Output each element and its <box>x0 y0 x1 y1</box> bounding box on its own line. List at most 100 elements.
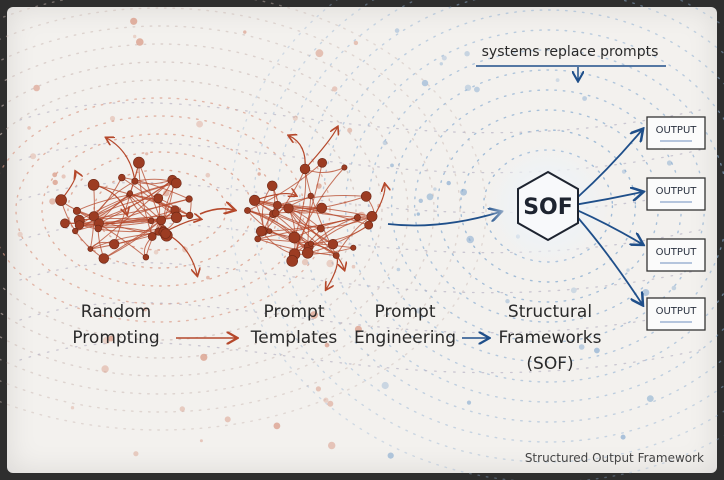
network-edge <box>254 199 369 226</box>
field-line-left <box>0 79 357 341</box>
network-edge <box>103 219 162 259</box>
sof-hub: SOF <box>517 170 579 242</box>
stage-prompt-templates: Prompt Templates <box>250 302 338 348</box>
network-node <box>316 224 325 233</box>
network-node <box>186 211 194 219</box>
stage-templates-line-2: Templates <box>250 328 338 348</box>
network-node <box>131 177 139 185</box>
network-node <box>307 240 314 247</box>
network-node <box>170 211 183 223</box>
field-dot <box>354 325 362 333</box>
field-flow-line <box>19 101 701 134</box>
stage-templates-line-1: Prompt <box>264 302 325 322</box>
field-line-left <box>0 7 461 413</box>
field-dot <box>136 38 144 46</box>
network-edge <box>277 195 367 206</box>
output-arrow <box>577 209 642 244</box>
annotation-text: systems replace prompts <box>482 44 659 60</box>
network-edge <box>76 210 147 258</box>
field-dot <box>620 434 626 440</box>
field-dot <box>257 172 261 176</box>
network-node <box>316 202 328 214</box>
field-dot <box>446 180 451 186</box>
field-dot <box>143 307 148 312</box>
output-box-4: OUTPUT <box>646 297 706 331</box>
stage-engineering-line-1: Prompt <box>375 302 436 322</box>
field-dot <box>243 30 247 34</box>
network-node <box>156 215 166 226</box>
field-dot <box>418 198 423 203</box>
field-dot <box>381 381 389 390</box>
field-dot <box>273 422 281 430</box>
field-dot <box>460 188 467 196</box>
network-edge <box>121 177 190 200</box>
output-arrow <box>577 192 642 206</box>
field-dot <box>153 249 159 255</box>
network-node <box>288 231 301 244</box>
network-edge <box>294 215 373 238</box>
field-dot <box>315 386 321 392</box>
field-dot <box>328 441 336 450</box>
output-label-2: OUTPUT <box>656 186 698 197</box>
network-node <box>109 239 120 250</box>
field-line-left <box>0 43 409 377</box>
stage-engineering-line-2: Engineering <box>354 328 456 348</box>
field-dot <box>390 163 394 168</box>
network-node <box>302 247 314 259</box>
network-node <box>249 194 261 206</box>
field-dot <box>301 258 309 266</box>
footer-caption: Structured Output Framework <box>525 451 704 465</box>
output-label-1: OUTPUT <box>656 125 698 136</box>
field-dot <box>626 268 630 272</box>
field-dot <box>145 152 149 156</box>
field-dot <box>133 451 139 457</box>
field-line-left <box>0 0 487 431</box>
field-dot <box>133 34 137 39</box>
output-arrow <box>577 130 642 198</box>
network-arrow <box>289 136 306 169</box>
field-dot <box>382 140 388 146</box>
field-flow-line <box>19 141 701 174</box>
field-dot <box>109 115 116 122</box>
network-edge <box>98 198 190 229</box>
network-node <box>364 220 374 230</box>
field-dot <box>555 78 560 82</box>
field-dot <box>310 311 318 319</box>
network-edge <box>272 213 334 245</box>
field-dot <box>130 17 138 25</box>
network-node <box>255 226 267 237</box>
field-dot <box>17 231 23 237</box>
field-dot <box>474 86 480 93</box>
field-dot <box>70 406 75 410</box>
field-dot <box>646 395 654 402</box>
field-flow-line <box>19 261 701 294</box>
stage-structural-frameworks: Structural Frameworks (SOF) <box>499 302 602 374</box>
network-node <box>350 244 357 251</box>
network-edge <box>60 199 105 259</box>
network-node <box>127 190 134 197</box>
field-dot <box>199 439 203 443</box>
stage-random-prompting: Random Prompting <box>72 302 159 348</box>
output-label-3: OUTPUT <box>656 247 698 258</box>
field-dot <box>578 344 585 350</box>
field-dot <box>582 96 587 101</box>
field-dot <box>61 174 66 179</box>
network-edge <box>129 192 190 216</box>
network-node <box>153 193 164 204</box>
field-dot <box>327 400 334 407</box>
field-dot <box>505 299 510 304</box>
field-dot <box>326 259 335 268</box>
field-dot <box>441 55 447 61</box>
network-node <box>307 192 314 200</box>
network-arrow <box>310 243 344 270</box>
field-line-left <box>0 61 383 359</box>
field-dot <box>347 127 353 133</box>
field-dot <box>27 126 31 130</box>
network-node <box>133 156 145 169</box>
network-node <box>98 253 110 264</box>
field-dot <box>464 84 472 92</box>
network-edge <box>293 168 307 238</box>
output-label-4: OUTPUT <box>656 306 698 317</box>
